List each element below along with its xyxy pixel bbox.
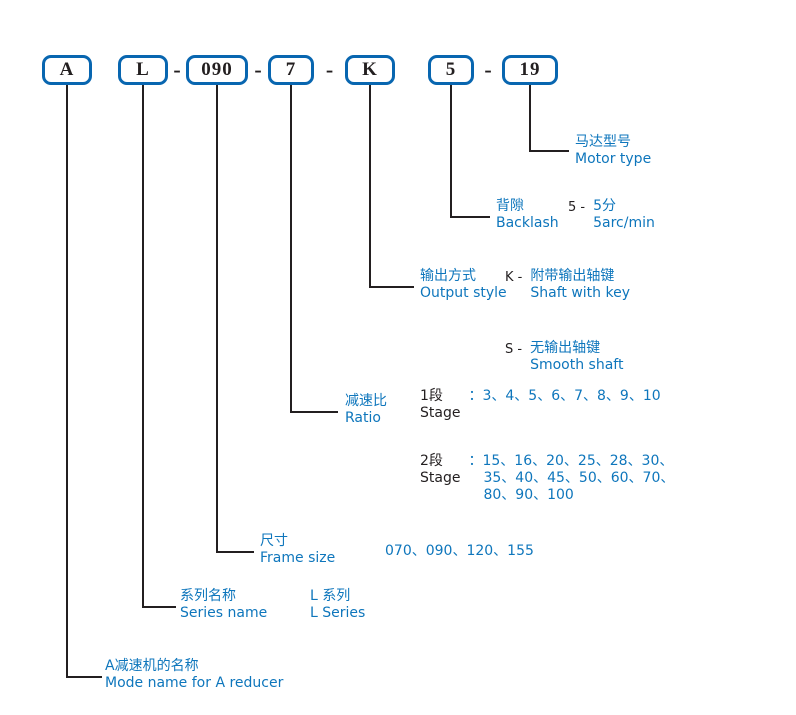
frame-size-values: 070、090、120、155 — [385, 543, 534, 560]
ratio-stage1-label: 1段 Stage — [420, 388, 460, 422]
connector-line-ratio — [290, 85, 292, 413]
code-box-label: A — [59, 59, 75, 80]
code-separator: - — [484, 57, 492, 82]
label-output-style-zh: 输出方式 — [420, 268, 476, 284]
connector-line-motor-type — [529, 85, 531, 152]
ratio-stage1-en: Stage — [420, 405, 461, 421]
code-box-motor: 19 — [502, 55, 558, 85]
label-frame-size-zh: 尺寸 — [260, 533, 288, 549]
code-box-series-l: L — [118, 55, 168, 85]
code-box-label: 5 — [445, 59, 457, 80]
ratio-stage2-values-line2: 35、40、45、50、60、70、 — [483, 470, 675, 486]
label-series-name-en: Series name — [180, 605, 268, 621]
code-separator: - — [254, 57, 262, 82]
connector-elbow-ratio — [290, 411, 338, 413]
connector-line-backlash — [450, 85, 452, 218]
backlash-option-desc: 5分 5arc/min — [593, 198, 655, 232]
ratio-stage2-values-line3: 80、90、100 — [483, 487, 574, 503]
label-ratio: 减速比 Ratio — [345, 393, 387, 427]
series-name-values: L 系列 L Series — [310, 588, 365, 622]
label-motor-type: 马达型号 Motor type — [575, 134, 651, 168]
connector-elbow-output-style — [369, 286, 414, 288]
backlash-option-en: 5arc/min — [593, 215, 655, 231]
backlash-option-code: 5 - — [568, 200, 586, 215]
label-backlash-en: Backlash — [496, 215, 559, 231]
code-box-series-a: A — [42, 55, 92, 85]
output-option-s-code: S - — [505, 342, 523, 357]
code-box-label: K — [362, 59, 378, 80]
code-box-ratio: 7 — [268, 55, 314, 85]
ratio-stage2-values: ：15、16、20、25、28、30、 35、40、45、50、60、70、 8… — [468, 453, 674, 504]
label-frame-size-en: Frame size — [260, 550, 336, 566]
series-name-value-zh: L 系列 — [310, 588, 351, 604]
label-output-style-en: Output style — [420, 285, 507, 301]
output-option-k-zh: 附带输出轴键 — [530, 268, 615, 284]
code-box-label: 19 — [519, 59, 541, 80]
output-option-s-en: Smooth shaft — [530, 357, 624, 373]
ratio-stage1-zh: 1段 — [420, 388, 443, 404]
ratio-stage2-zh: 2段 — [420, 453, 443, 469]
connector-elbow-motor-type — [529, 150, 569, 152]
code-separator: - — [173, 57, 181, 82]
ratio-stage2-label: 2段 Stage — [420, 453, 460, 487]
label-model-name: A减速机的名称 Mode name for A reducer — [105, 658, 283, 692]
code-box-label: L — [136, 59, 150, 80]
output-style-option-k: K - 附带输出轴键 Shaft with key — [505, 268, 630, 302]
ratio-stage2: 2段 Stage ：15、16、20、25、28、30、 35、40、45、50… — [420, 453, 674, 504]
connector-line-series-name — [142, 85, 144, 608]
output-option-k-code: K - — [505, 270, 523, 285]
output-option-k-desc: 附带输出轴键 Shaft with key — [530, 268, 630, 302]
label-ratio-en: Ratio — [345, 410, 381, 426]
label-backlash: 背隙 Backlash — [496, 198, 559, 232]
label-series-name-zh: 系列名称 — [180, 588, 236, 604]
label-model-name-zh: A减速机的名称 — [105, 658, 199, 674]
output-option-s-zh: 无输出轴键 — [530, 340, 601, 356]
series-name-value-en: L Series — [310, 605, 366, 621]
connector-elbow-frame-size — [216, 551, 254, 553]
label-model-name-en: Mode name for A reducer — [105, 675, 284, 691]
label-frame-size: 尺寸 Frame size — [260, 533, 335, 567]
code-separator: - — [325, 57, 334, 82]
code-box-label: 090 — [201, 59, 233, 80]
ratio-stage2-en: Stage — [420, 470, 461, 486]
code-box-output: K — [345, 55, 395, 85]
label-series-name: 系列名称 Series name — [180, 588, 267, 622]
output-option-s-desc: 无输出轴键 Smooth shaft — [530, 340, 623, 374]
ratio-stage1: 1段 Stage ：3、4、5、6、7、8、9、10 — [420, 388, 661, 422]
connector-elbow-backlash — [450, 216, 490, 218]
connector-elbow-model-name — [66, 676, 102, 678]
connector-line-frame-size — [216, 85, 218, 553]
frame-size-values-text: 070、090、120、155 — [385, 543, 534, 559]
ratio-stage1-values: ：3、4、5、6、7、8、9、10 — [468, 388, 661, 404]
backlash-option-5: 5 - 5分 5arc/min — [568, 198, 655, 232]
connector-elbow-series-name — [142, 606, 176, 608]
label-motor-type-zh: 马达型号 — [575, 134, 631, 150]
code-box-backlash: 5 — [428, 55, 474, 85]
label-backlash-zh: 背隙 — [496, 198, 524, 214]
label-motor-type-en: Motor type — [575, 151, 652, 167]
output-option-k-en: Shaft with key — [530, 285, 630, 301]
backlash-option-zh: 5分 — [593, 198, 617, 214]
connector-line-model-name — [66, 85, 68, 678]
code-box-frame-size: 090 — [186, 55, 248, 85]
code-box-label: 7 — [285, 59, 297, 80]
label-output-style: 输出方式 Output style — [420, 268, 507, 302]
output-style-option-s: S - 无输出轴键 Smooth shaft — [505, 340, 623, 374]
label-ratio-zh: 减速比 — [345, 393, 387, 409]
connector-line-output-style — [369, 85, 371, 288]
ratio-stage2-values-line1: ：15、16、20、25、28、30、 — [468, 453, 674, 469]
